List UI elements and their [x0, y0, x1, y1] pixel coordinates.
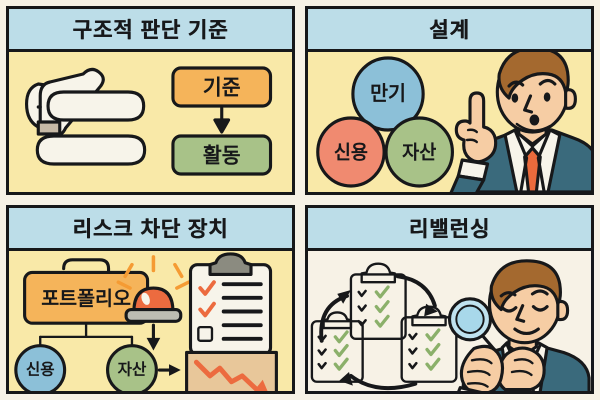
- clipboard-top: [349, 262, 407, 340]
- maturity-circle-label: 만기: [370, 83, 406, 105]
- activity-box-label: 활동: [203, 143, 241, 167]
- credit-circle-label: 신용: [334, 141, 368, 162]
- maturity-circle: 만기: [351, 56, 425, 132]
- clipboard-left: [310, 311, 364, 383]
- panel-title: 리스크 차단 장치: [9, 208, 292, 251]
- man-pointing-up: [449, 52, 591, 192]
- tree-connector: [39, 322, 134, 350]
- right-arrow-icon: [157, 364, 181, 376]
- down-arrow-icon: [146, 323, 161, 351]
- panel-body: 포트폴리오 신용 자산: [9, 251, 292, 391]
- panel-body: 기준 활동: [9, 52, 292, 192]
- credit-circle: 신용: [14, 344, 67, 391]
- panel-body: [308, 251, 591, 391]
- criteria-box: 기준: [171, 66, 273, 108]
- down-arrow-icon: [213, 106, 231, 134]
- panel-rebalancing: 리밸런싱: [305, 205, 594, 394]
- asset-circle-label: 자산: [402, 141, 436, 162]
- asset-circle: 자산: [384, 116, 454, 188]
- declining-chart-icon: [185, 350, 278, 391]
- panel-design: 설계 만기 신용 자산: [305, 6, 594, 195]
- magnifying-glass-icon: [447, 297, 496, 352]
- criteria-box-label: 기준: [203, 76, 241, 99]
- panel-title: 설계: [308, 9, 591, 52]
- panel-risk-blocker: 리스크 차단 장치 포트폴리오: [6, 205, 295, 394]
- credit-circle: 신용: [316, 116, 386, 188]
- clipboard-checklist-icon: [188, 252, 273, 356]
- asset-circle-label: 자산: [118, 361, 147, 379]
- panel-title: 구조적 판단 기준: [9, 9, 292, 52]
- activity-box: 활동: [171, 134, 273, 176]
- alarm-siren-icon: [116, 255, 191, 323]
- portfolio-label: 포트폴리오: [41, 288, 131, 310]
- man-with-magnifier: [447, 259, 591, 391]
- asset-circle: 자산: [106, 344, 158, 391]
- panel-structural-criteria: 구조적 판단 기준 기준: [6, 6, 295, 195]
- credit-circle-label: 신용: [26, 361, 55, 379]
- clipboard-right: [400, 305, 458, 383]
- abstract-shoe-shape: [25, 67, 147, 166]
- orange-checkmarks: [198, 280, 216, 318]
- panel-title: 리밸런싱: [308, 208, 591, 251]
- panel-body: 만기 신용 자산: [308, 52, 591, 192]
